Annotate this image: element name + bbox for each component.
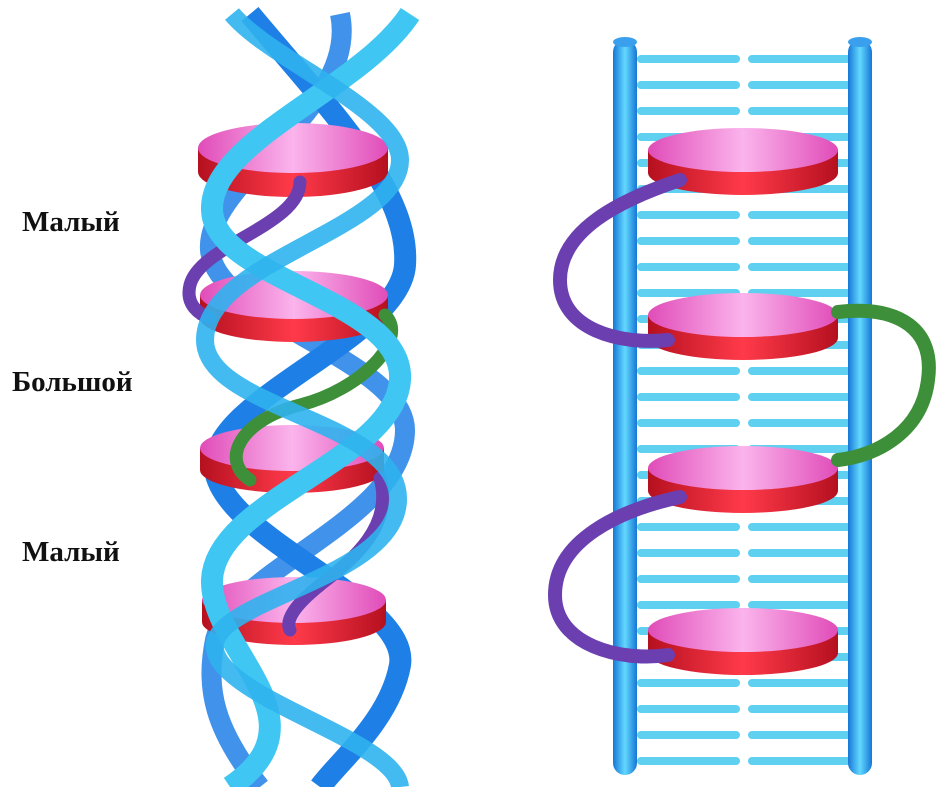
- base-pair-rung-left: [637, 237, 740, 245]
- base-pair-rung-left: [637, 731, 740, 739]
- base-pair-rung-left: [637, 55, 740, 63]
- base-pair-rung-left: [637, 263, 740, 271]
- ladder-rail-left: [613, 40, 637, 775]
- base-pair-rung-right: [748, 55, 851, 63]
- base-pair-rung-left: [637, 679, 740, 687]
- base-pair-rung-right: [748, 81, 851, 89]
- base-pair-rung-left: [637, 549, 740, 557]
- base-pair-rung-left: [637, 107, 740, 115]
- base-pair-rung-right: [748, 263, 851, 271]
- base-pair-rung-left: [637, 575, 740, 583]
- base-pair-rung-right: [748, 679, 851, 687]
- ladder-disc-4: [648, 608, 838, 675]
- base-pair-rung-left: [637, 523, 740, 531]
- base-pair-rung-right: [748, 575, 851, 583]
- label-minor-groove-bottom: Малый: [22, 536, 120, 569]
- base-pair-rung-left: [637, 705, 740, 713]
- base-pair-rung-right: [748, 601, 851, 609]
- base-pair-rung-right: [748, 211, 851, 219]
- ladder-rail-right: [848, 40, 872, 775]
- base-pair-rung-left: [637, 211, 740, 219]
- base-pair-rung-right: [748, 731, 851, 739]
- ladder-structure: [555, 37, 929, 775]
- base-pair-rung-right: [748, 757, 851, 765]
- base-pair-rung-left: [637, 601, 740, 609]
- base-pair-rung-right: [748, 393, 851, 401]
- helix-structure: [189, 14, 410, 787]
- base-pair-rung-left: [637, 419, 740, 427]
- base-pair-rung-right: [748, 237, 851, 245]
- base-pair-rung-left: [637, 367, 740, 375]
- base-pair-rung-right: [748, 107, 851, 115]
- ladder-disc-2: [648, 293, 838, 360]
- base-pair-rung-left: [637, 757, 740, 765]
- base-pair-rung-left: [637, 393, 740, 401]
- base-pair-rung-right: [748, 367, 851, 375]
- base-pair-rung-right: [748, 705, 851, 713]
- base-pair-rung-left: [637, 81, 740, 89]
- base-pair-rung-right: [748, 523, 851, 531]
- label-major-groove: Большой: [12, 366, 133, 399]
- base-pair-rung-right: [748, 549, 851, 557]
- label-minor-groove-top: Малый: [22, 206, 120, 239]
- base-pair-rung-right: [748, 419, 851, 427]
